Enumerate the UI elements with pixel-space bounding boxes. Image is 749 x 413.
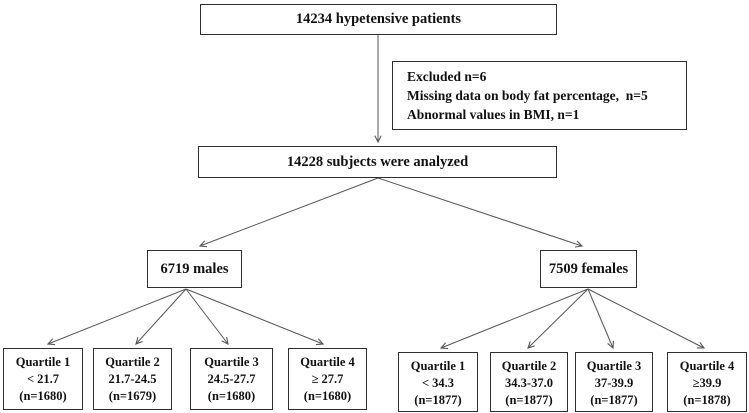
- female-quartile-3-box: Quartile 3 37-39.9 (n=1877): [575, 352, 653, 412]
- males-label: 6719 males: [160, 260, 229, 277]
- quartile-n: (n=1680): [19, 389, 67, 403]
- quartile-range: 34.3-37.0: [505, 376, 553, 390]
- quartile-title: Quartile 1: [410, 359, 466, 373]
- analyzed-subjects-box: 14228 subjects were analyzed: [198, 146, 557, 178]
- quartile-title: Quartile 3: [204, 355, 259, 369]
- quartile-range: < 34.3: [421, 376, 455, 390]
- male-quartile-2-box: Quartile 2 21.7-24.5 (n=1679): [93, 348, 172, 410]
- quartile-title: Quartile 4: [300, 355, 355, 369]
- total-patients-label: 14234 hypetensive patients: [295, 11, 462, 27]
- quartile-range: < 21.7: [26, 372, 60, 386]
- male-quartile-1-box: Quartile 1 < 21.7 (n=1680): [3, 348, 83, 410]
- quartile-range: 24.5-27.7: [207, 372, 256, 386]
- male-quartile-4-box: Quartile 4 ≥ 27.7 (n=1680): [288, 348, 367, 410]
- male-quartile-3-box: Quartile 3 24.5-27.7 (n=1680): [190, 348, 273, 410]
- quartile-title: Quartile 3: [586, 359, 642, 373]
- quartile-n: (n=1679): [108, 389, 157, 403]
- female-quartile-1-box: Quartile 1 < 34.3 (n=1877): [398, 352, 478, 412]
- quartile-title: Quartile 2: [105, 355, 160, 369]
- quartile-n: (n=1878): [683, 393, 731, 407]
- quartile-title: Quartile 1: [15, 355, 71, 369]
- female-quartile-2-box: Quartile 2 34.3-37.0 (n=1877): [490, 352, 568, 412]
- female-quartile-4-box: Quartile 4 ≥39.9 (n=1878): [667, 352, 747, 412]
- quartile-range: 37-39.9: [594, 376, 634, 390]
- quartile-n: (n=1680): [207, 389, 256, 403]
- quartile-title: Quartile 2: [501, 359, 557, 373]
- quartile-n: (n=1877): [590, 393, 638, 407]
- quartile-n: (n=1877): [414, 393, 462, 407]
- quartile-range: ≥ 27.7: [311, 372, 344, 386]
- quartile-range: ≥39.9: [692, 376, 722, 390]
- total-patients-box: 14234 hypetensive patients: [200, 4, 557, 35]
- analyzed-subjects-label: 14228 subjects were analyzed: [286, 153, 469, 170]
- excluded-count-label: Excluded n=6: [407, 69, 487, 84]
- females-label: 7509 females: [548, 260, 629, 277]
- quartile-n: (n=1877): [505, 393, 553, 407]
- excluded-box: Excluded n=6 Missing data on body fat pe…: [392, 61, 687, 130]
- quartile-n: (n=1680): [303, 389, 352, 403]
- quartile-range: 21.7-24.5: [108, 372, 157, 386]
- quartile-title: Quartile 4: [679, 359, 735, 373]
- excluded-missing-data-label: Missing data on body fat percentage, n=5: [407, 88, 648, 103]
- females-box: 7509 females: [540, 250, 637, 288]
- males-box: 6719 males: [147, 250, 242, 288]
- excluded-abnormal-bmi-label: Abnormal values in BMI, n=1: [407, 107, 580, 122]
